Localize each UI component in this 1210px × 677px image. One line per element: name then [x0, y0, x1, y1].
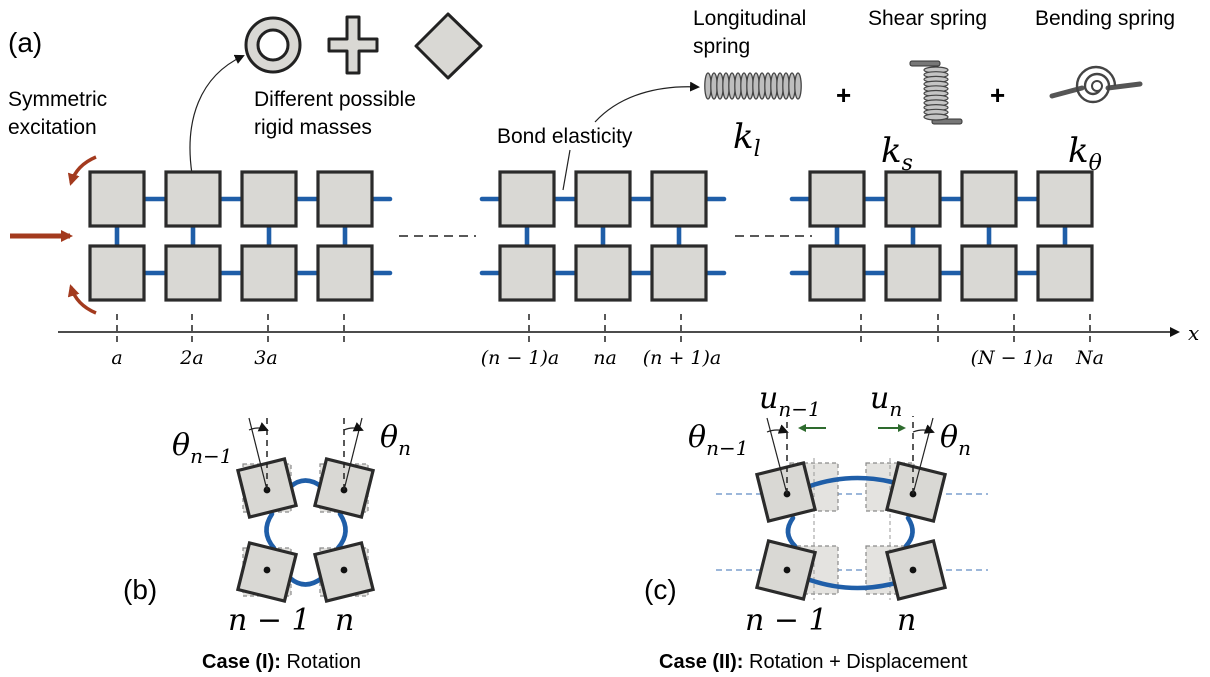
- axis-tick-label: Na: [1075, 347, 1104, 369]
- rigid-mass: [240, 244, 298, 302]
- rigid-mass: [650, 170, 708, 228]
- symmetric-label-line1: Symmetric: [8, 88, 107, 111]
- rigid-mass: [960, 244, 1018, 302]
- panel-label-a: (a): [8, 27, 42, 58]
- rigid-mass: [498, 170, 556, 228]
- rigid-mass: [498, 244, 556, 302]
- rigid-mass: [316, 170, 374, 228]
- case-c-caption: Case (II): Rotation + Displacement: [659, 651, 968, 673]
- case-c-n-right: n: [897, 603, 916, 638]
- diamond-mass-icon: [414, 12, 483, 80]
- axis-ticks: a 2a 3a (n − 1)a na (n + 1)a (N − 1)a Na: [111, 314, 1104, 369]
- case-c-n-left: n − 1: [745, 603, 828, 638]
- symmetric-label-line2: excitation: [8, 116, 97, 139]
- rigid-mass: [884, 170, 942, 228]
- rigid-mass: [960, 170, 1018, 228]
- case-b-theta-right: θn: [380, 420, 411, 460]
- rigid-mass: [1036, 244, 1094, 302]
- masses-label-line2: rigid masses: [254, 116, 372, 139]
- case-c-theta-left: θn−1: [688, 420, 748, 460]
- case-c-u-left: un−1: [759, 381, 821, 421]
- shear-label: Shear spring: [868, 7, 987, 30]
- mass-lattice: [88, 170, 1094, 302]
- case-b-theta-left: θn−1: [172, 428, 232, 468]
- x-axis-label: x: [1188, 321, 1199, 345]
- rigid-mass: [240, 170, 298, 228]
- axis-tick-label: 3a: [254, 347, 277, 369]
- rigid-mass: [88, 244, 146, 302]
- rotation-arrow-bottom: [67, 284, 97, 315]
- longitudinal-spring-icon: [704, 72, 802, 100]
- bond-label-leader: [562, 149, 571, 191]
- shear-spring-icon: [909, 60, 963, 125]
- case-b-n-left: n − 1: [228, 603, 311, 638]
- bending-label: Bending spring: [1035, 7, 1175, 30]
- rigid-mass: [884, 244, 942, 302]
- rigid-mass: [88, 170, 146, 228]
- plus-sign-2: +: [990, 80, 1005, 110]
- case-c-theta-right: θn: [940, 420, 971, 460]
- panel-label-b: (b): [123, 574, 157, 605]
- axis-tick-label: (N − 1)a: [971, 347, 1054, 369]
- rigid-mass: [316, 244, 374, 302]
- axis-tick-label: 2a: [179, 347, 203, 369]
- rigid-mass: [808, 170, 866, 228]
- rigid-mass: [164, 170, 222, 228]
- case-c-u-right: un: [870, 381, 902, 421]
- k-s-symbol: ks: [881, 131, 913, 176]
- rigid-mass: [164, 244, 222, 302]
- panel-label-c: (c): [644, 574, 677, 605]
- case-b-figure: [235, 416, 376, 604]
- axis-tick-label: (n − 1)a: [481, 347, 559, 369]
- case-b-caption: Case (I): Rotation: [202, 651, 361, 673]
- ring-mass-icon: [244, 16, 302, 74]
- plus-sign-1: +: [836, 80, 851, 110]
- k-l-symbol: kl: [733, 117, 761, 162]
- rigid-mass: [808, 244, 866, 302]
- bond-elasticity-label: Bond elasticity: [497, 125, 633, 148]
- rigid-mass: [574, 244, 632, 302]
- axis-tick-label: (n + 1)a: [643, 347, 721, 369]
- case-b-n-right: n: [335, 603, 354, 638]
- mass-pointer-arrow: [189, 54, 245, 175]
- rigid-mass: [1036, 170, 1094, 228]
- axis-tick-label: a: [111, 347, 122, 369]
- case-c-figure: [716, 416, 988, 602]
- longitudinal-label-line2: spring: [693, 35, 750, 58]
- cross-mass-icon: [327, 15, 379, 75]
- bond-spring-arrow: [594, 81, 700, 123]
- k-theta-symbol: kθ: [1068, 131, 1102, 176]
- bending-spring-icon: [1049, 65, 1143, 104]
- rigid-mass: [650, 244, 708, 302]
- axis-tick-label: na: [593, 347, 617, 369]
- masses-label-line1: Different possible: [254, 88, 416, 111]
- rigid-mass: [574, 170, 632, 228]
- rotation-arrow-top: [67, 155, 97, 186]
- longitudinal-label-line1: Longitudinal: [693, 7, 806, 30]
